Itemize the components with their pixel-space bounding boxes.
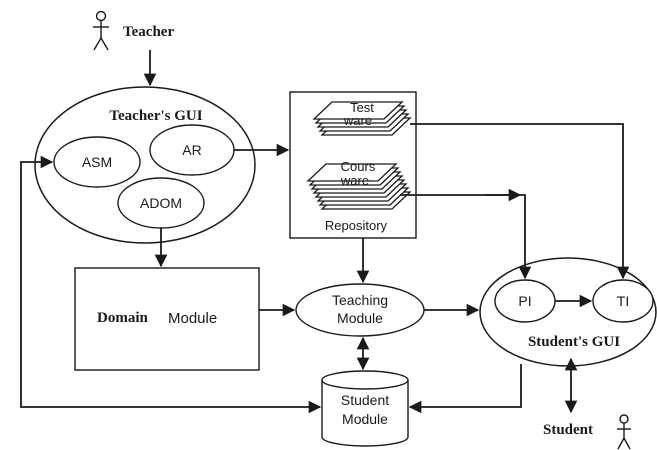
- domain-module-word2: Module: [168, 310, 217, 327]
- testware-stack-icon: [312, 101, 412, 136]
- student-module-line1: Student: [341, 392, 389, 408]
- testware-label-line1: Test: [350, 100, 374, 115]
- asm-label: ASM: [82, 154, 112, 170]
- adom-label: ADOM: [140, 195, 182, 211]
- student-actor-icon: [617, 414, 631, 450]
- teaching-module-line1: Teaching: [332, 292, 388, 308]
- student-gui-to-student-module-arrow: [408, 364, 522, 414]
- student-module-asm-arrow: [20, 155, 322, 414]
- ti-label: TI: [617, 293, 629, 309]
- courseware-stack-icon: [306, 163, 412, 210]
- students-gui-title: Student's GUI: [528, 334, 620, 350]
- courseware-label-line2: ware: [340, 173, 369, 188]
- domain-module-word1: Domain: [97, 310, 148, 326]
- testware-to-ti-arrow: [410, 123, 630, 280]
- teacher-label: Teacher: [123, 24, 174, 40]
- courseware-to-pi-arrow: [400, 194, 532, 280]
- teacher-actor-icon: [93, 10, 109, 51]
- testware-label-line2: ware: [343, 113, 372, 128]
- ar-label: AR: [182, 142, 201, 158]
- teaching-module-line2: Module: [337, 310, 383, 326]
- student-label: Student: [543, 422, 593, 438]
- student-module-line2: Module: [342, 411, 388, 427]
- courseware-label-line1: Cours: [341, 159, 376, 174]
- repository-label: Repository: [325, 218, 388, 233]
- student-module-cylinder: [321, 370, 409, 447]
- pi-label: PI: [518, 293, 531, 309]
- teachers-gui-title: Teacher's GUI: [109, 108, 202, 124]
- ti-ellipse: [592, 279, 654, 323]
